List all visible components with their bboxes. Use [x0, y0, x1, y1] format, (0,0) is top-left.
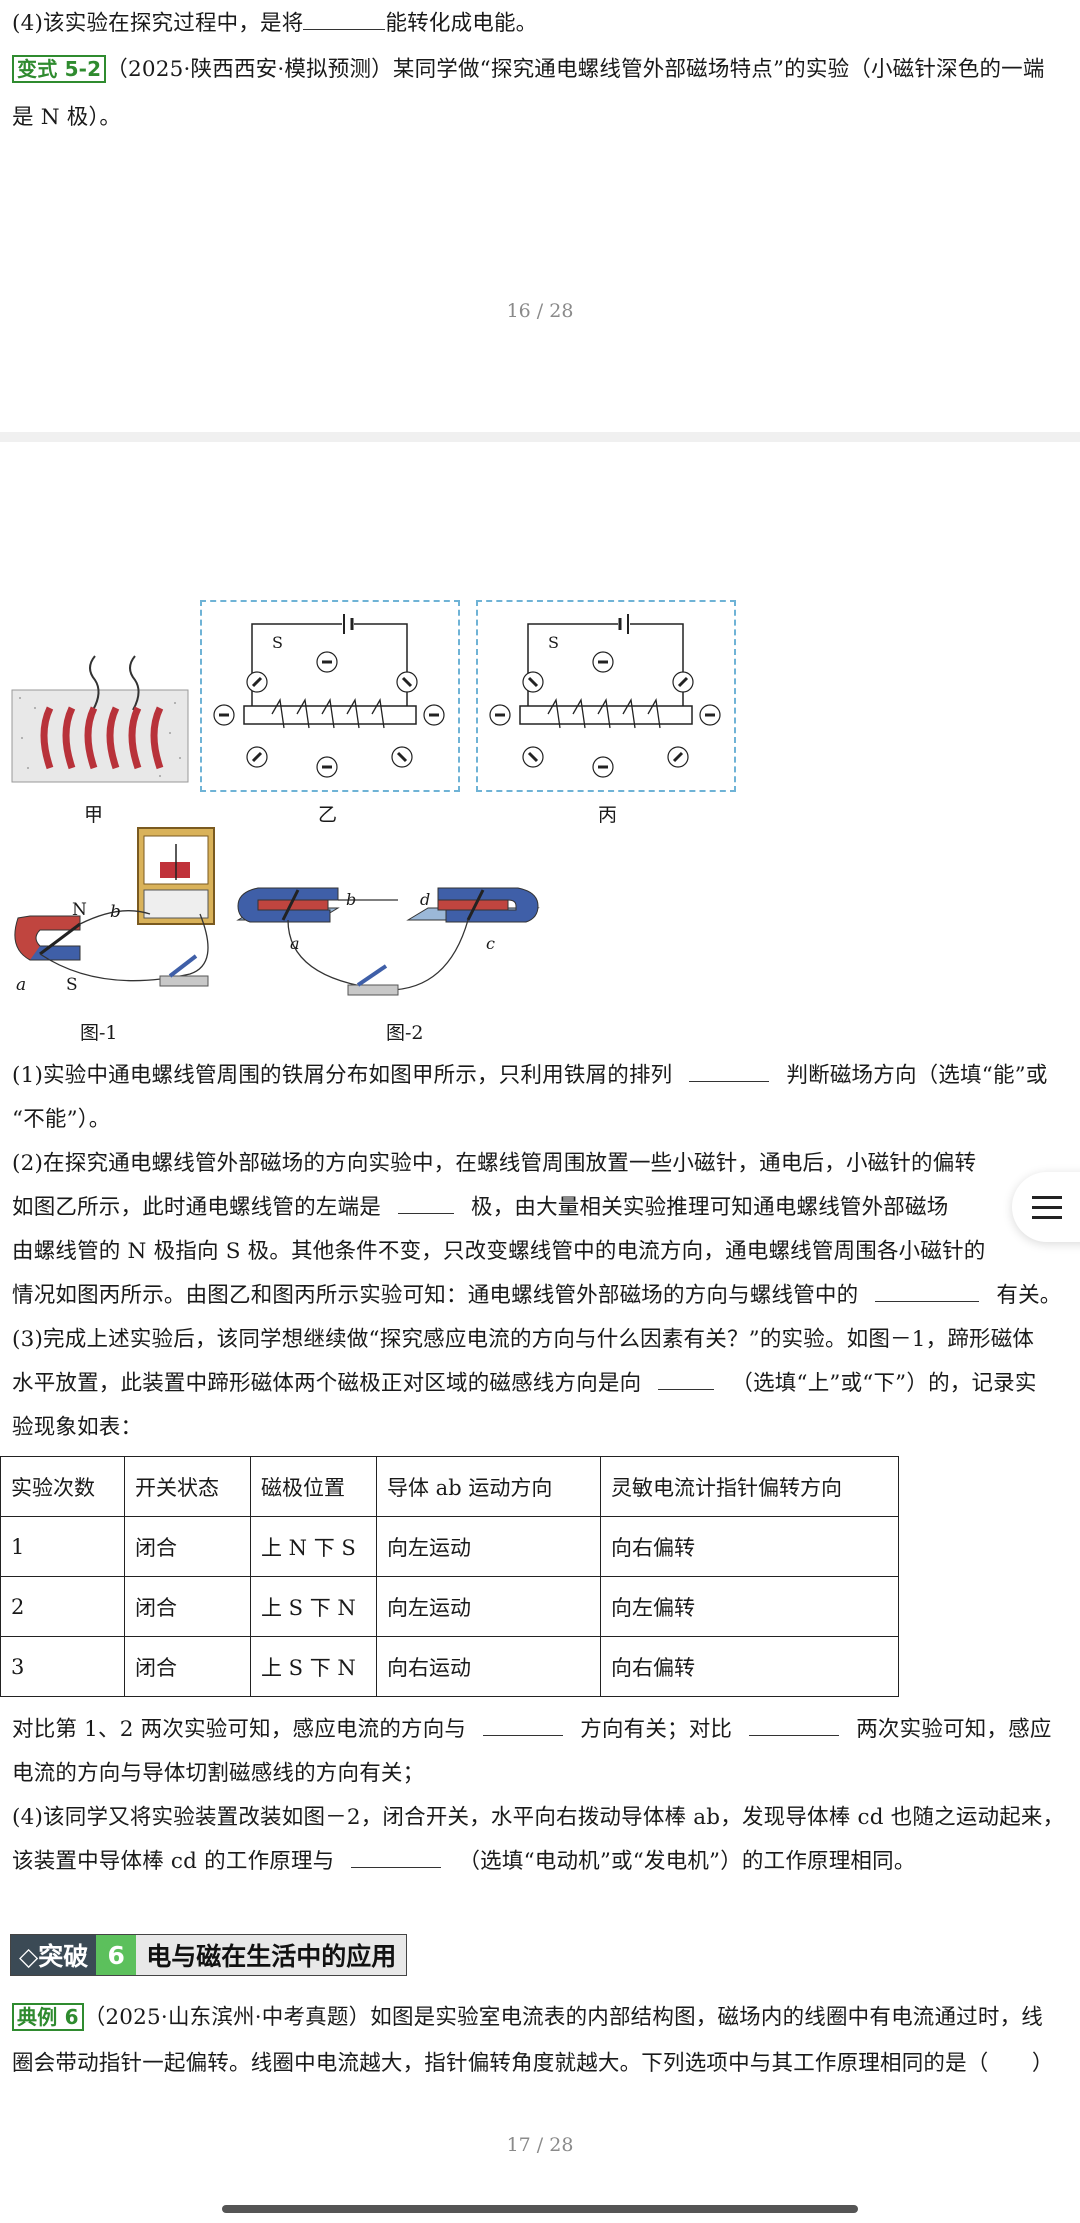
- page-divider: [0, 432, 1080, 442]
- fig2-b-label: b: [346, 890, 357, 909]
- table-cell: 向右偏转: [600, 1636, 899, 1697]
- label-yi: 乙: [318, 804, 338, 826]
- label-fig1: 图-1: [80, 1022, 118, 1044]
- section-title: 电与磁在生活中的应用: [136, 1935, 407, 1975]
- q2-answer-blank-1[interactable]: [397, 1195, 454, 1214]
- fig2-c-label: c: [486, 934, 495, 953]
- table-header-cell: 开关状态: [124, 1456, 251, 1517]
- section-heading: ◇突破 6 电与磁在生活中的应用: [10, 1934, 408, 1976]
- fig1-n-label: N: [72, 900, 87, 920]
- table-cell: 上 N 下 S: [250, 1516, 377, 1577]
- home-indicator[interactable]: [222, 2205, 858, 2213]
- q3-line2: 水平放置，此装置中蹄形磁体两个磁极正对区域的磁感线方向是向 （选填“上”或“下”…: [12, 1371, 1037, 1396]
- table-row: 1 闭合 上 N 下 S 向左运动 向右偏转: [0, 1516, 899, 1577]
- section-prefix: ◇突破: [11, 1935, 97, 1975]
- table-cell: 向左运动: [376, 1516, 601, 1577]
- figure-bing-circuit: [489, 614, 721, 778]
- figure-yi-circuit: [213, 614, 445, 778]
- q1-answer-blank[interactable]: [689, 1063, 770, 1082]
- table-header-cell: 磁极位置: [250, 1456, 377, 1517]
- example-6-line2: 圈会带动指针一起偏转。线圈中电流越大，指针偏转角度就越大。下列选项中与其工作原理…: [12, 2051, 1054, 2076]
- table-header-cell: 实验次数: [0, 1456, 125, 1517]
- table-header-cell: 导体 ab 运动方向: [376, 1456, 601, 1517]
- table-cell: 向左偏转: [600, 1576, 899, 1637]
- table-cell: 向右偏转: [600, 1516, 899, 1577]
- after-answer-blank-1[interactable]: [483, 1717, 564, 1736]
- switch-s-bing: S: [548, 633, 559, 652]
- q2-line4: 情况如图丙所示。由图乙和图丙所示实验可知：通电螺线管外部磁场的方向与螺线管中的 …: [12, 1283, 1062, 1308]
- fig1-a-label: a: [16, 975, 27, 995]
- q4-energy-line: (4)该实验在探究过程中，是将能转化成电能。: [12, 11, 538, 36]
- table-cell: 上 S 下 N: [250, 1576, 377, 1637]
- figure-1-apparatus: [14, 827, 215, 987]
- table-cell: 3: [0, 1636, 125, 1697]
- answer-blank[interactable]: [303, 11, 386, 30]
- q2-answer-blank-2[interactable]: [875, 1283, 980, 1302]
- fig2-d-label: d: [420, 890, 431, 909]
- table-cell: 2: [0, 1576, 125, 1637]
- label-fig2: 图-2: [386, 1022, 424, 1044]
- fig1-b-label: b: [110, 902, 121, 922]
- variant-5-2-line1: 变式 5-2（2025·陕西西安·模拟预测）某同学做“探究通电螺线管外部磁场特点…: [12, 52, 1045, 83]
- experiment-table: 实验次数 开关状态 磁极位置 导体 ab 运动方向 灵敏电流计指针偏转方向 1 …: [0, 1456, 899, 1697]
- table-cell: 向右运动: [376, 1636, 601, 1697]
- section-number: 6: [96, 1935, 137, 1975]
- hamburger-icon: [1032, 1206, 1062, 1209]
- q4-answer-blank[interactable]: [351, 1849, 442, 1868]
- table-row: 3 闭合 上 S 下 N 向右运动 向右偏转: [0, 1636, 899, 1697]
- label-jia: 甲: [84, 804, 104, 826]
- table-cell: 1: [0, 1516, 125, 1577]
- table-cell: 闭合: [124, 1636, 251, 1697]
- page-number-16: 16 / 28: [506, 300, 574, 322]
- q1-line1: (1)实验中通电螺线管周围的铁屑分布如图甲所示，只利用铁屑的排列 判断磁场方向（…: [12, 1063, 1048, 1088]
- q3-line3: 验现象如表：: [12, 1415, 143, 1440]
- after-table-line2: 电流的方向与导体切割磁感线的方向有关；: [12, 1761, 425, 1786]
- q2-line3: 由螺线管的 N 极指向 S 极。其他条件不变，只改变螺线管中的电流方向，通电螺线…: [12, 1239, 986, 1264]
- table-cell: 向左运动: [376, 1576, 601, 1637]
- q1-line2: “不能”）。: [12, 1107, 111, 1132]
- table-cell: 上 S 下 N: [250, 1636, 377, 1697]
- hamburger-icon: [1032, 1216, 1062, 1219]
- fig1-s-label: S: [66, 975, 78, 995]
- figure-jia-iron-filings: [11, 655, 189, 783]
- floating-menu-button[interactable]: [1012, 1172, 1080, 1242]
- q3-line1: (3)完成上述实验后，该同学想继续做“探究感应电流的方向与什么因素有关？”的实验…: [12, 1327, 1035, 1352]
- table-cell: 闭合: [124, 1576, 251, 1637]
- table-row: 2 闭合 上 S 下 N 向左运动 向左偏转: [0, 1576, 899, 1637]
- figure-bing-box: [476, 600, 736, 792]
- q3-answer-blank[interactable]: [658, 1371, 715, 1390]
- table-cell: 闭合: [124, 1516, 251, 1577]
- q4-line2: 该装置中导体棒 cd 的工作原理与 （选填“电动机”或“发电机”）的工作原理相同…: [12, 1849, 916, 1874]
- q2-line2: 如图乙所示，此时通电螺线管的左端是 极，由大量相关实验推理可知通电螺线管外部磁场: [12, 1195, 949, 1220]
- table-header-cell: 灵敏电流计指针偏转方向: [600, 1456, 899, 1517]
- switch-s-yi: S: [272, 633, 283, 652]
- variant-tag: 变式 5-2: [12, 55, 107, 83]
- variant-5-2-line2: 是 N 极）。: [12, 105, 122, 130]
- table-header-row: 实验次数 开关状态 磁极位置 导体 ab 运动方向 灵敏电流计指针偏转方向: [0, 1456, 899, 1517]
- example-6-line1: 典例 6（2025·山东滨州·中考真题）如图是实验室电流表的内部结构图，磁场内的…: [12, 2000, 1043, 2031]
- example-tag: 典例 6: [12, 2003, 84, 2031]
- figure-2-apparatus: [236, 887, 540, 996]
- q2-line1: (2)在探究通电螺线管外部磁场的方向实验中，在螺线管周围放置一些小磁针，通电后，…: [12, 1151, 977, 1176]
- after-answer-blank-2[interactable]: [749, 1717, 840, 1736]
- page-number-17: 17 / 28: [506, 2134, 574, 2156]
- fig2-a-label: a: [290, 934, 300, 953]
- hamburger-icon: [1032, 1196, 1062, 1199]
- label-bing: 丙: [598, 804, 618, 826]
- q4-line1: (4)该同学又将实验装置改装如图－2，闭合开关，水平向右拨动导体棒 ab，发现导…: [12, 1805, 1065, 1830]
- after-table-line1: 对比第 1、2 两次实验可知，感应电流的方向与 方向有关；对比 两次实验可知，感…: [12, 1717, 1052, 1742]
- figure-yi-box: [200, 600, 460, 792]
